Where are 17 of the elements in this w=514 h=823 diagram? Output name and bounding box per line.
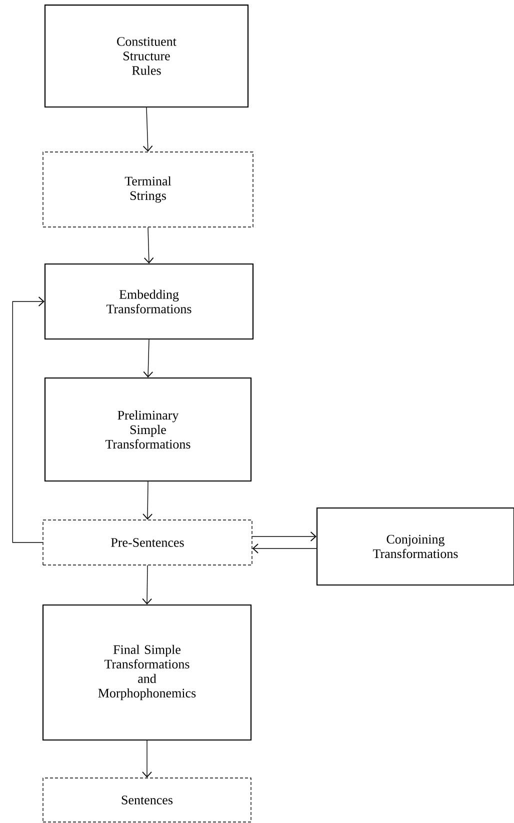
process-box: Conjoining Transformations <box>316 507 514 586</box>
arrow <box>142 740 152 778</box>
process-box: Embedding Transformations <box>44 263 254 340</box>
arrow <box>12 296 44 543</box>
arrow <box>142 107 153 152</box>
arrow <box>142 565 152 604</box>
arrow <box>142 481 153 520</box>
arrow <box>143 339 154 378</box>
arrow <box>144 227 154 264</box>
process-box: Constituent Structure Rules <box>44 4 249 108</box>
arrow <box>252 544 317 554</box>
dashed-box: Pre-Sentences <box>42 520 252 566</box>
arrow <box>252 532 316 542</box>
process-box: Final Simple Transformations and Morphophonemics <box>42 604 252 741</box>
dashed-box: Sentences <box>42 778 252 822</box>
dashed-box: Terminal Strings <box>42 152 254 228</box>
process-box: Preliminary Simple Transformations <box>44 377 252 482</box>
